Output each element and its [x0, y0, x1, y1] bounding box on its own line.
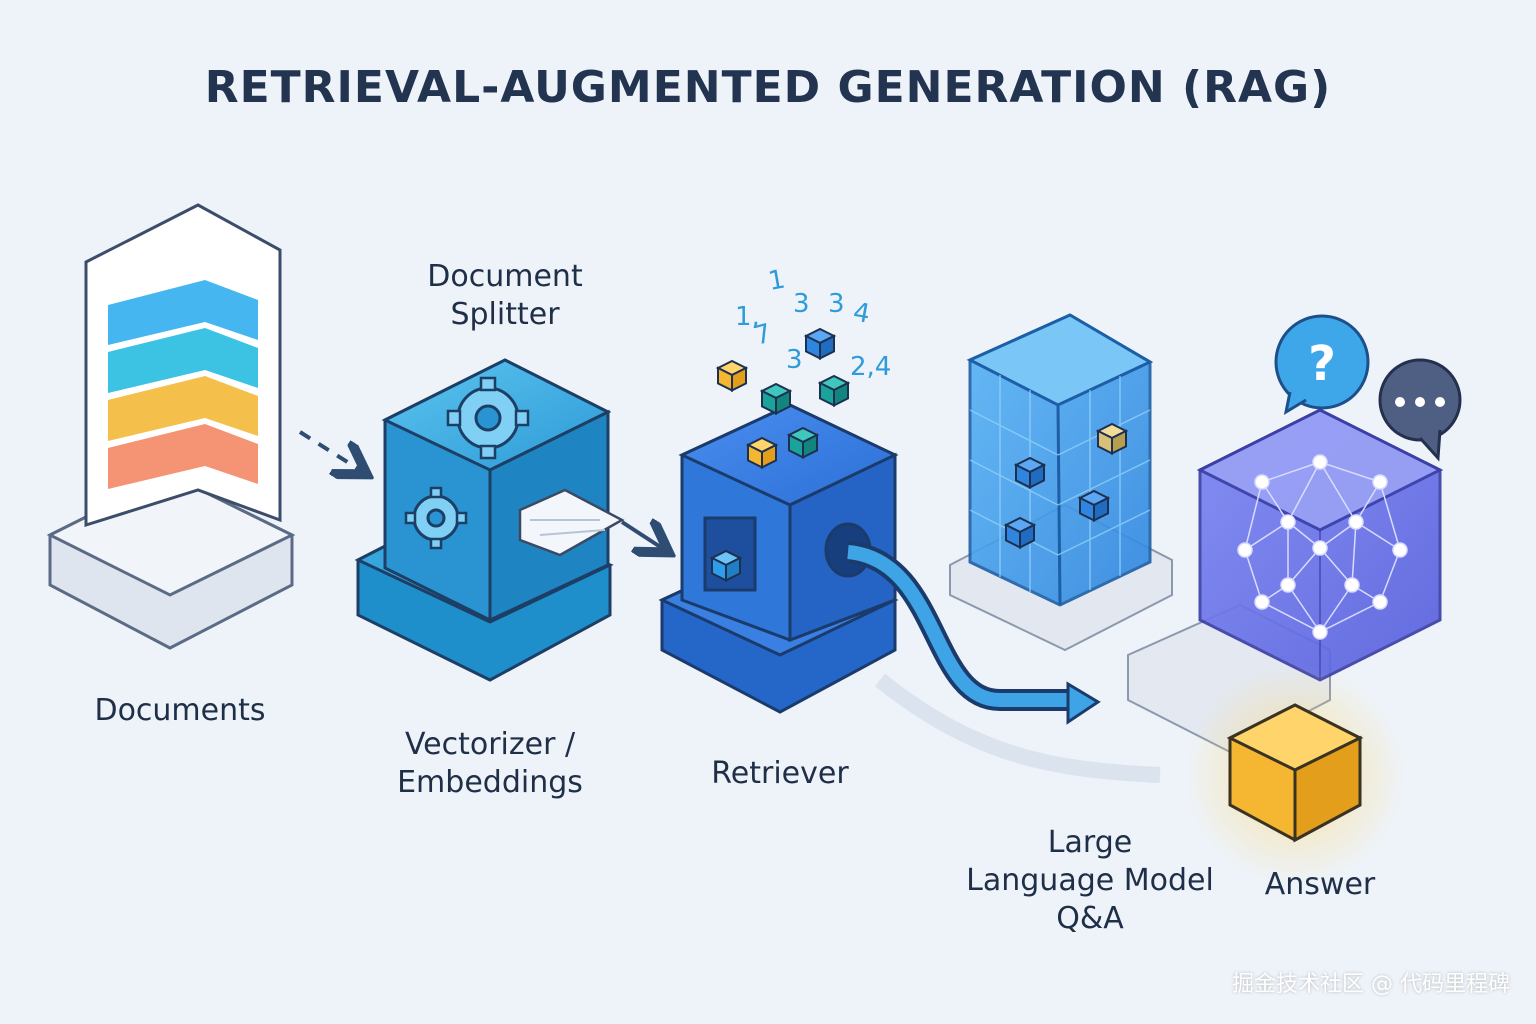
vector-store-block: [949, 313, 1173, 652]
gear-icon: [446, 376, 530, 460]
answer-block: [1185, 665, 1405, 885]
label-vectorizer: Vectorizer / Embeddings: [370, 726, 610, 802]
small-cubes: [709, 327, 1129, 583]
question-bubble-icon: ?: [1274, 314, 1370, 416]
network-icon: [1237, 454, 1408, 640]
documents-block: [46, 203, 296, 650]
cube-icon: [803, 327, 837, 361]
floating-number: 3: [786, 345, 803, 375]
label-line: Embeddings: [397, 765, 583, 800]
cube-icon: [745, 436, 779, 470]
floating-number: 1: [766, 264, 788, 296]
splitter-block: [354, 358, 625, 682]
chat-dots-icon: [1378, 358, 1462, 462]
label-document-splitter: Document Splitter: [395, 258, 615, 334]
floating-number: 3: [793, 289, 810, 319]
cube-icon: [715, 359, 749, 393]
arrow-icon: [1066, 681, 1101, 725]
flow-arrow-1: [298, 430, 360, 470]
label-line: Vectorizer /: [404, 727, 576, 762]
label-line: Large: [1047, 825, 1133, 860]
label-line: Language Model: [966, 863, 1214, 898]
cube-icon: [1077, 489, 1111, 523]
label-llm: Large Language Model Q&A: [945, 824, 1235, 938]
floating-number: 3: [828, 289, 845, 319]
cube-icon: [709, 549, 743, 583]
flow-arrow-2: [620, 522, 662, 548]
retriever-block: [658, 403, 899, 714]
floating-number: 7: [751, 319, 775, 352]
watermark: 掘金技术社区 @ 代码里程碑: [1232, 972, 1510, 997]
label-line: Document: [427, 259, 583, 294]
label-retriever: Retriever: [711, 756, 849, 791]
label-documents: Documents: [94, 693, 266, 728]
cube-icon: [1013, 456, 1047, 490]
gear-icon: [404, 486, 468, 550]
cube-icon: [786, 426, 820, 460]
floating-number: 2,4: [850, 352, 891, 382]
cube-icon: [1095, 422, 1129, 456]
cube-icon: [817, 374, 851, 408]
question-mark: ?: [1308, 336, 1336, 392]
label-line: Q&A: [1056, 901, 1124, 936]
floating-number: 1,: [735, 302, 760, 332]
cube-icon: [1003, 516, 1037, 550]
floating-number: 4: [851, 297, 873, 329]
cube-icon: [759, 382, 793, 416]
page-title: RETRIEVAL-AUGMENTED GENERATION (RAG): [204, 62, 1332, 113]
label-answer: Answer: [1264, 867, 1376, 902]
label-line: Splitter: [450, 297, 560, 332]
